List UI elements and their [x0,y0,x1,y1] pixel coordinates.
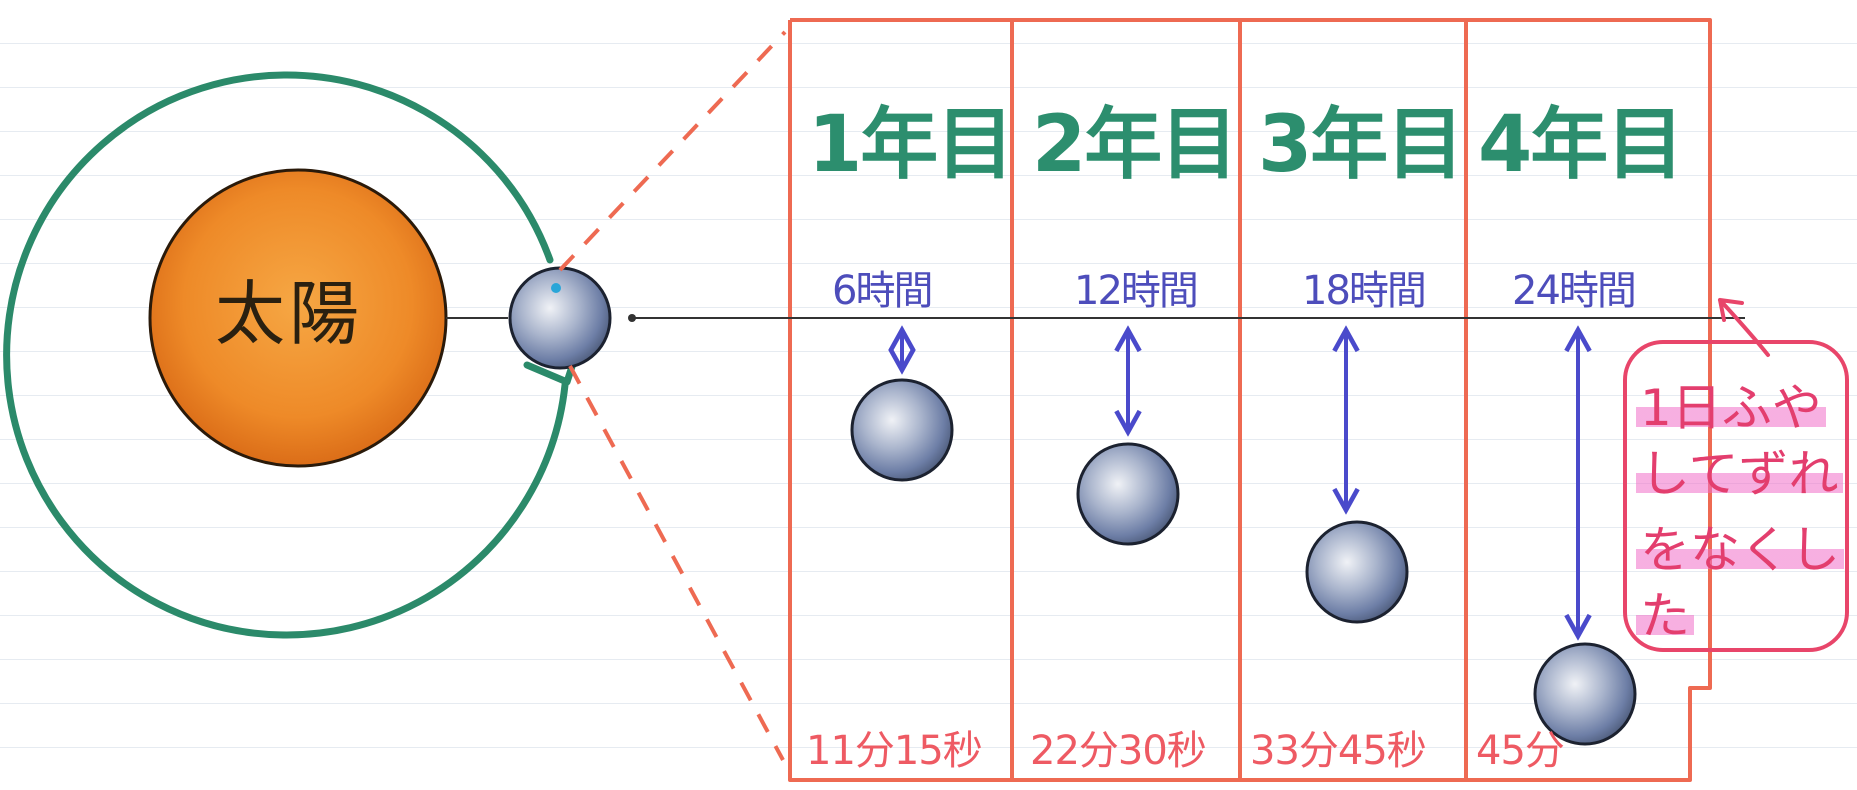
year-3-time-delay: 33分45秒 [1250,728,1427,774]
year-1-heading: 1年目 [808,100,1014,190]
zoom-line-top [558,30,787,272]
zoom-line-bottom [568,365,785,761]
year-table-frame [788,18,1712,782]
year-1-hours-offset: 6時間 [832,268,933,314]
note-pointer-arrow [1718,298,1770,357]
note-line-4: た [1636,586,1694,646]
earth-year-1 [850,378,954,482]
year-4-heading: 4年目 [1478,100,1684,190]
note-line-2: してずれ [1636,444,1843,504]
earth-year-2 [1076,442,1180,546]
earth-on-orbit [508,266,612,370]
year-2-time-delay: 22分30秒 [1030,728,1207,774]
year-2-heading: 2年目 [1032,100,1238,190]
earth-marker-dot [551,283,561,293]
year-4-hours-offset: 24時間 [1512,268,1637,314]
earth-year-3 [1305,520,1409,624]
note-line-1: 1日ふや [1636,378,1826,438]
year-3-heading: 3年目 [1258,100,1464,190]
reference-line-start-dot [628,314,636,322]
note-line-3: をなくし [1636,520,1844,580]
earth-orbit [3,71,569,639]
year-1-time-delay: 11分15秒 [806,728,983,774]
note-callout-box [1623,340,1849,652]
sun-label: 太陽 [215,273,363,355]
year-3-hours-offset: 18時間 [1302,268,1427,314]
year-4-time-delay: 45分 [1476,728,1565,774]
year-2-hours-offset: 12時間 [1074,268,1199,314]
earth-year-4 [1533,642,1637,746]
